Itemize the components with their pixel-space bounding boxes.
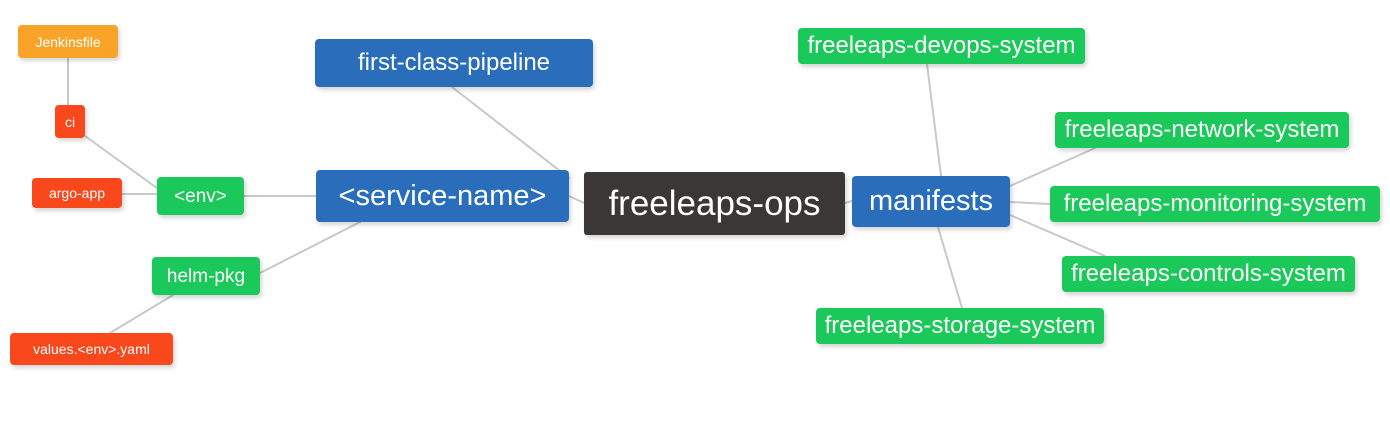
mindmap-node-label: values.<env>.yaml bbox=[33, 341, 150, 357]
mindmap-node-manifests[interactable]: manifests bbox=[852, 176, 1010, 227]
mindmap-edge-helmpkg-to-valuesyaml bbox=[109, 294, 174, 334]
mindmap-edge-manifests-to-network bbox=[1009, 147, 1096, 187]
mindmap-node-label: <service-name> bbox=[338, 179, 547, 212]
mindmap-node-network[interactable]: freeleaps-network-system bbox=[1055, 112, 1349, 148]
mindmap-node-label: freeleaps-storage-system bbox=[824, 312, 1096, 339]
mindmap-edge-manifests-to-devops bbox=[926, 63, 942, 177]
mindmap-node-label: freeleaps-network-system bbox=[1064, 116, 1340, 143]
mindmap-node-jenkinsfile[interactable]: Jenkinsfile bbox=[18, 25, 118, 58]
mindmap-node-helmpkg[interactable]: helm-pkg bbox=[152, 257, 260, 295]
mindmap-edge-manifests-to-storage bbox=[937, 226, 963, 309]
mindmap-node-label: freeleaps-monitoring-system bbox=[1063, 190, 1367, 217]
mindmap-node-label: first-class-pipeline bbox=[357, 49, 551, 76]
mindmap-node-storage[interactable]: freeleaps-storage-system bbox=[816, 308, 1104, 344]
mindmap-node-label: argo-app bbox=[48, 185, 106, 201]
mindmap-node-argoapp[interactable]: argo-app bbox=[32, 178, 122, 208]
mindmap-node-label: freeleaps-devops-system bbox=[807, 32, 1076, 59]
mindmap-node-label: freeleaps-ops bbox=[608, 184, 821, 223]
mindmap-node-label: freeleaps-controls-system bbox=[1071, 260, 1346, 287]
mindmap-node-env[interactable]: <env> bbox=[157, 177, 244, 215]
mindmap-node-pipeline[interactable]: first-class-pipeline bbox=[315, 39, 593, 87]
mindmap-node-label: ci bbox=[64, 113, 76, 130]
mindmap-edge-manifests-to-monitoring bbox=[1009, 201, 1051, 205]
mindmap-node-service[interactable]: <service-name> bbox=[316, 170, 569, 222]
mindmap-node-label: helm-pkg bbox=[166, 265, 246, 287]
mindmap-node-label: <env> bbox=[174, 185, 227, 207]
mindmap-node-monitoring[interactable]: freeleaps-monitoring-system bbox=[1050, 186, 1380, 222]
mindmap-node-ci[interactable]: ci bbox=[55, 105, 85, 138]
mindmap-edge-root-to-service bbox=[568, 195, 585, 204]
mindmap-edge-service-to-pipeline bbox=[451, 86, 570, 179]
mindmap-node-root[interactable]: freeleaps-ops bbox=[584, 172, 845, 235]
mindmap-node-label: manifests bbox=[868, 185, 994, 217]
mindmap-node-devops[interactable]: freeleaps-devops-system bbox=[798, 28, 1085, 64]
mindmap-edge-service-to-helmpkg bbox=[259, 221, 361, 274]
mindmap-node-valuesyaml[interactable]: values.<env>.yaml bbox=[10, 333, 173, 365]
mindmap-node-controls[interactable]: freeleaps-controls-system bbox=[1062, 256, 1355, 292]
mindmap-edge-root-to-manifests bbox=[844, 200, 853, 204]
mindmap-node-label: Jenkinsfile bbox=[35, 33, 101, 50]
